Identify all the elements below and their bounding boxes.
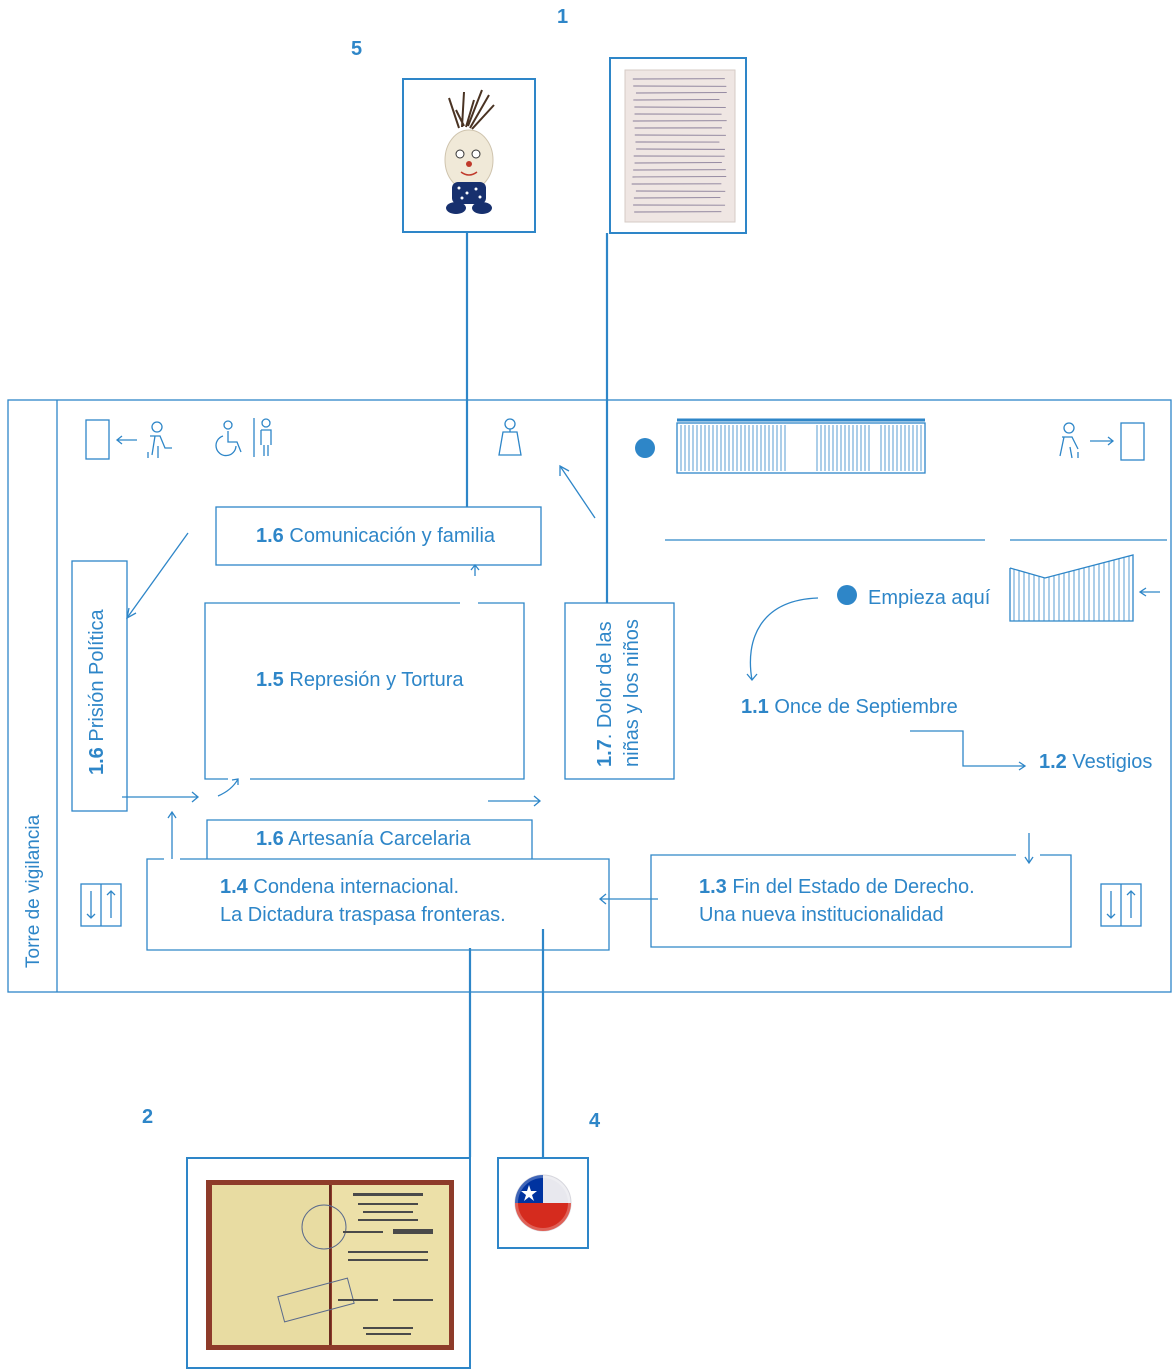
exit-door-icon-right bbox=[1121, 423, 1144, 460]
item-1-photo-frame[interactable] bbox=[609, 57, 747, 234]
handwritten-letter-icon bbox=[611, 59, 745, 232]
room-represion-label[interactable]: 1.5 Represión y Tortura bbox=[256, 666, 464, 694]
room-dolor-label[interactable]: 1.7. Dolor de las niñas y los niños bbox=[592, 619, 646, 767]
room-prision-label[interactable]: 1.6 Prisión Política bbox=[84, 609, 111, 775]
item-2-photo-frame[interactable] bbox=[186, 1157, 471, 1369]
chile-flag-pin-icon bbox=[499, 1159, 587, 1247]
room-artesania-label[interactable]: 1.6 Artesanía Carcelaria bbox=[256, 825, 471, 853]
stairs-icon-top bbox=[677, 423, 925, 473]
item-5-photo-frame[interactable] bbox=[402, 78, 536, 233]
room-vestigios-label[interactable]: 1.2 Vestigios bbox=[1039, 748, 1152, 776]
room-once-label[interactable]: 1.1 Once de Septiembre bbox=[741, 693, 958, 721]
tower-label: Torre de vigilancia bbox=[21, 815, 47, 968]
passport-icon bbox=[188, 1159, 469, 1367]
building-outline bbox=[8, 400, 1171, 992]
room-condena-label[interactable]: 1.4 Condena internacional. La Dictadura … bbox=[220, 873, 506, 929]
item-4-photo-frame[interactable] bbox=[497, 1157, 589, 1249]
start-label[interactable]: Empieza aquí bbox=[868, 584, 990, 612]
exit-door-icon-left bbox=[86, 420, 109, 459]
room-fin-estado-label[interactable]: 1.3 Fin del Estado de Derecho. Una nueva… bbox=[699, 873, 975, 929]
doll-icon bbox=[404, 80, 534, 230]
room-comunicacion-label[interactable]: 1.6 Comunicación y familia bbox=[256, 522, 495, 550]
